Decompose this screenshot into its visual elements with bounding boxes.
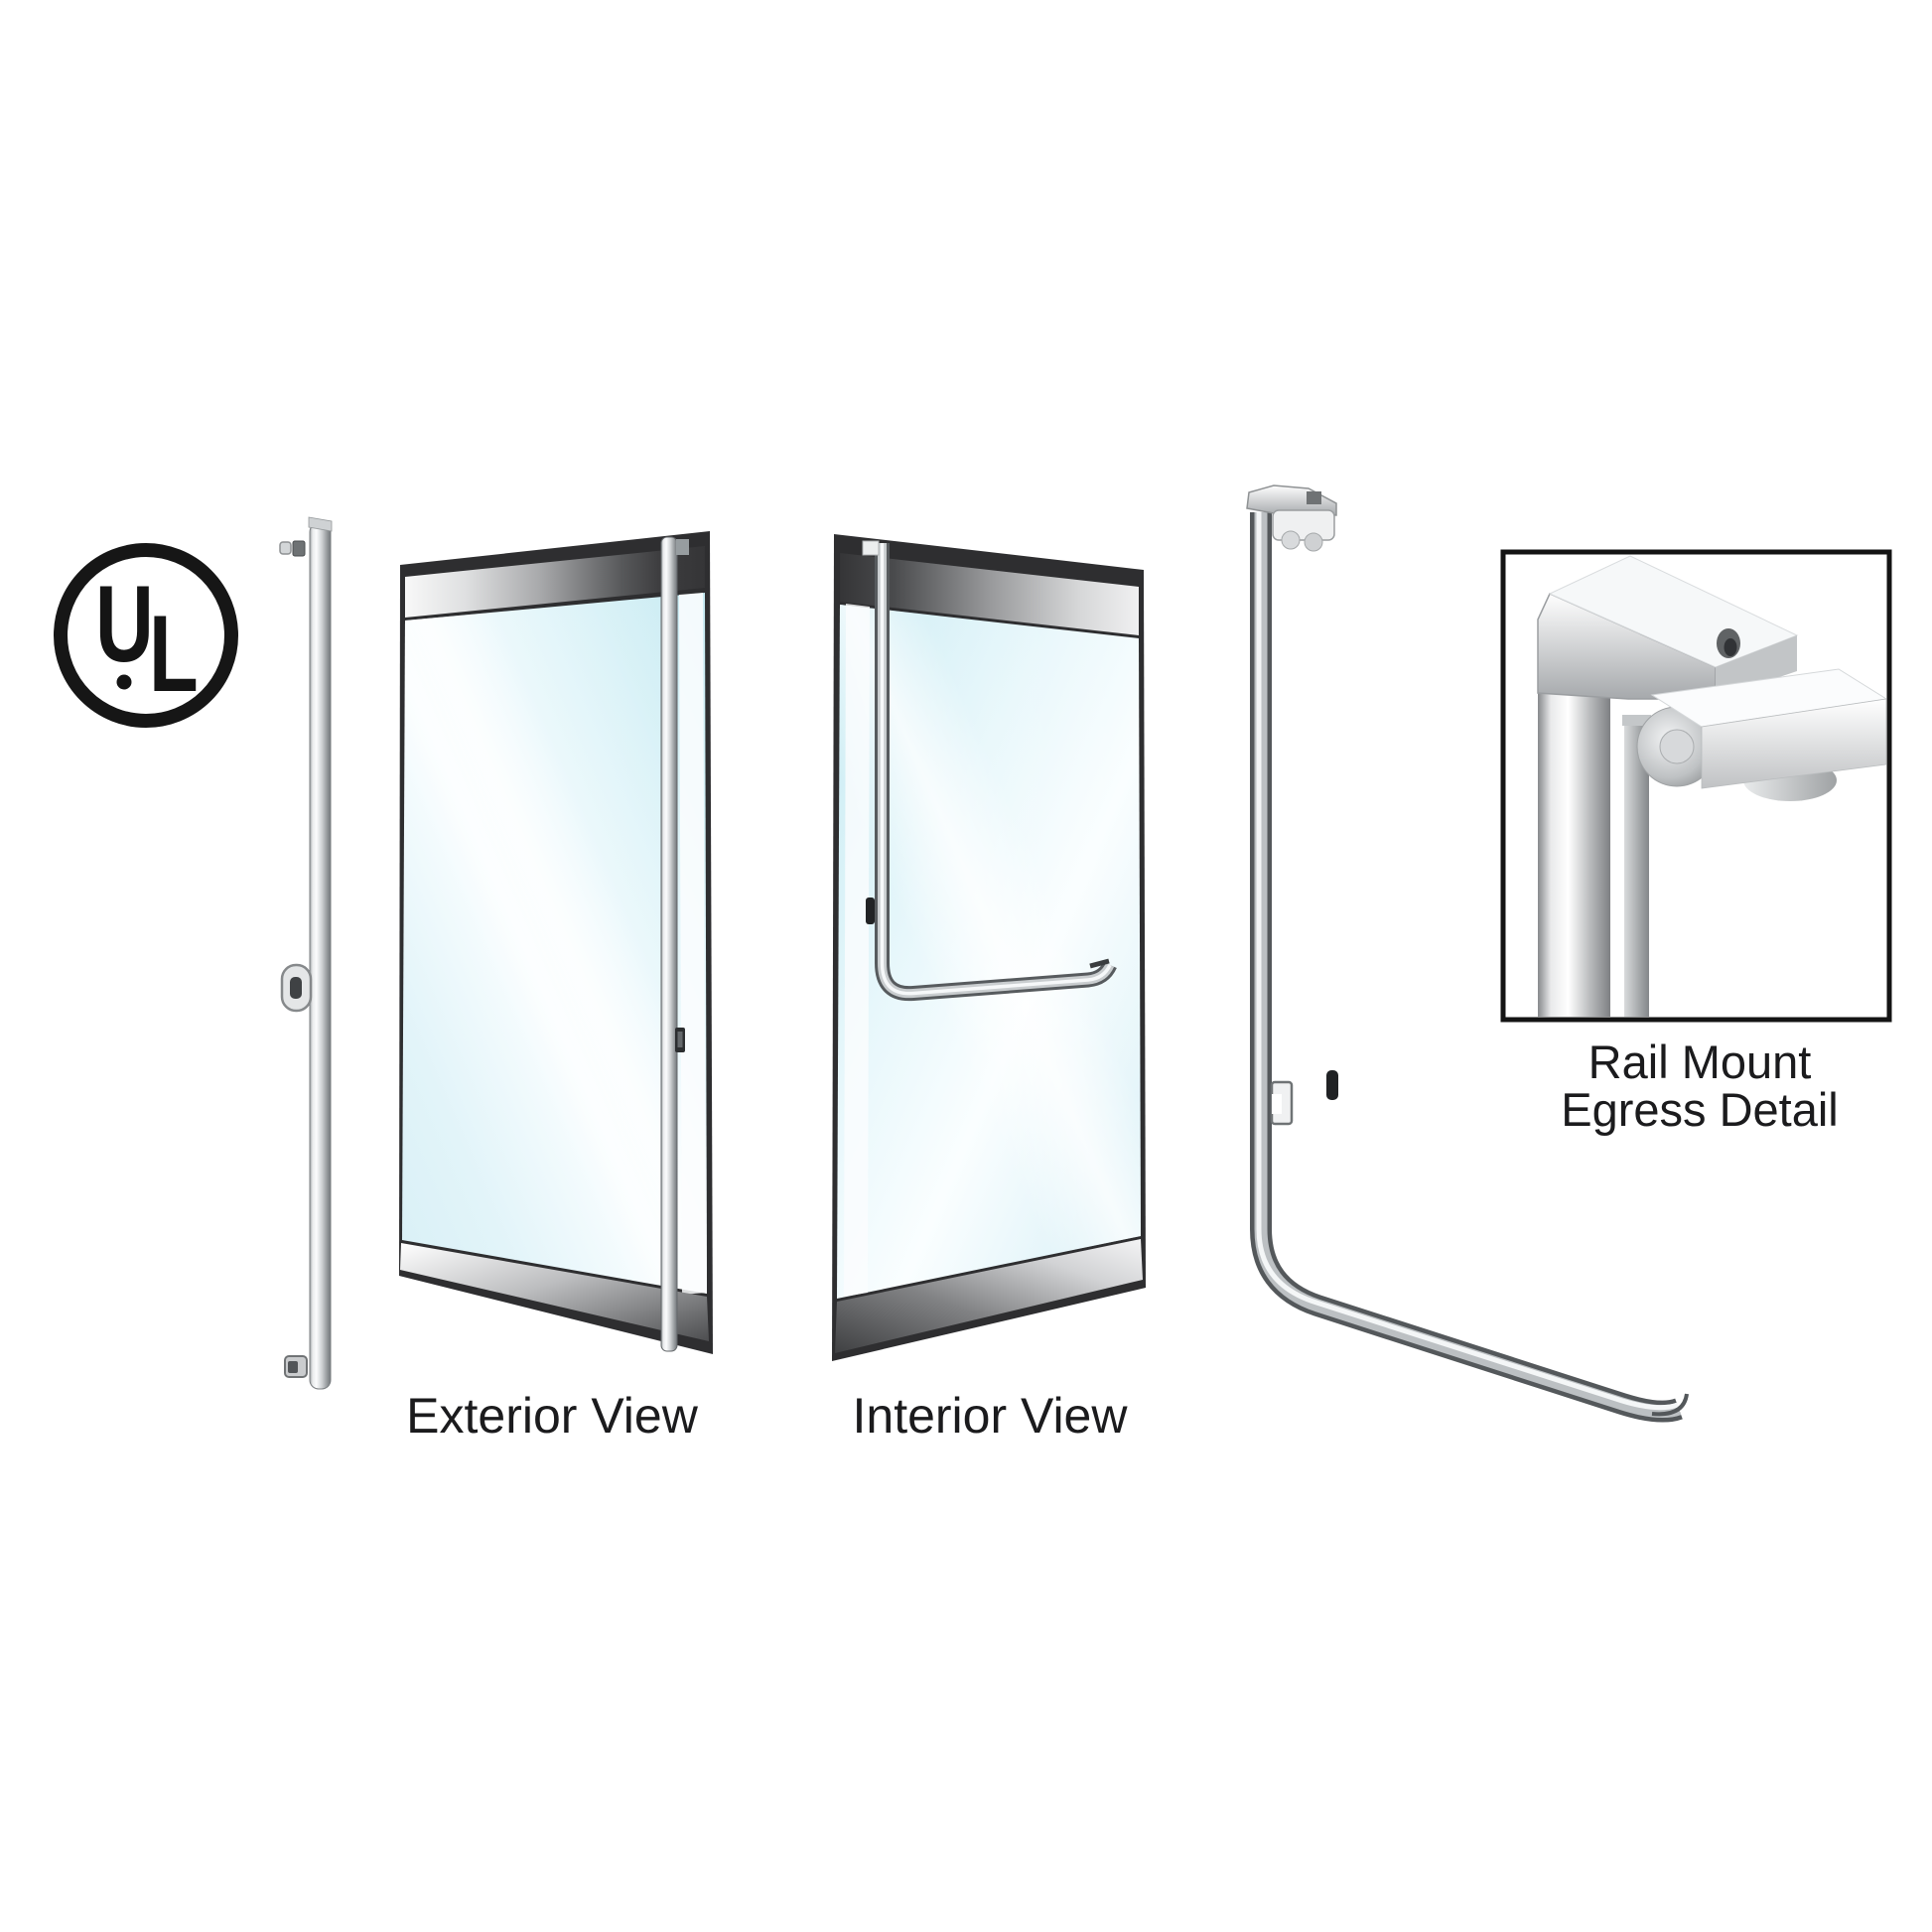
interior-rail-top-cap	[862, 540, 880, 556]
exterior-door-bottom-band	[400, 1243, 709, 1341]
detail-label-line2: Egress Detail	[1561, 1083, 1839, 1136]
ul-logo-dot	[116, 674, 132, 690]
rail-thumbturn-bracket	[280, 963, 313, 1013]
detail-rail-cap	[1537, 555, 1799, 700]
ul-logo-letter-u: U	[95, 562, 154, 685]
interior-door-latch	[866, 897, 875, 924]
exterior-rail-top-cap	[676, 539, 689, 555]
egress-rail-assembly	[1246, 484, 1689, 1423]
exterior-view-label: Exterior View	[406, 1388, 699, 1444]
rail-top-clip	[279, 540, 306, 557]
exterior-door-edge-highlight	[679, 593, 706, 1295]
detail-egress-rod	[1624, 723, 1649, 1017]
rail-top-latch-fitting	[1246, 484, 1337, 552]
interior-door-bottom-band	[835, 1239, 1143, 1353]
exterior-rail-standalone	[279, 516, 333, 1390]
handle-tip-hook	[1651, 1393, 1689, 1417]
exterior-door-top-band	[405, 546, 705, 618]
rail-bottom-clip	[284, 1355, 308, 1378]
ul-logo-letter-l: L	[149, 592, 199, 715]
interior-door	[832, 534, 1146, 1361]
interior-view-label: Interior View	[853, 1388, 1129, 1444]
strike-slot	[1326, 1070, 1338, 1100]
ul-logo: U L	[54, 543, 238, 728]
exterior-door	[399, 531, 713, 1354]
rail-side-bracket	[1270, 1080, 1294, 1126]
detail-rail-cylinder	[1538, 663, 1610, 1017]
exterior-door-latch	[675, 1028, 685, 1052]
ul-logo-circle	[54, 543, 238, 728]
interior-push-bar	[862, 540, 1117, 1002]
detail-latch-block	[1636, 668, 1886, 801]
detail-label-line1: Rail Mount	[1588, 1035, 1812, 1088]
interior-door-top-band	[840, 553, 1139, 635]
egress-detail-inset	[1500, 549, 1892, 1023]
interior-door-edge-highlight	[844, 604, 870, 1297]
exterior-door-rail	[660, 536, 678, 1352]
